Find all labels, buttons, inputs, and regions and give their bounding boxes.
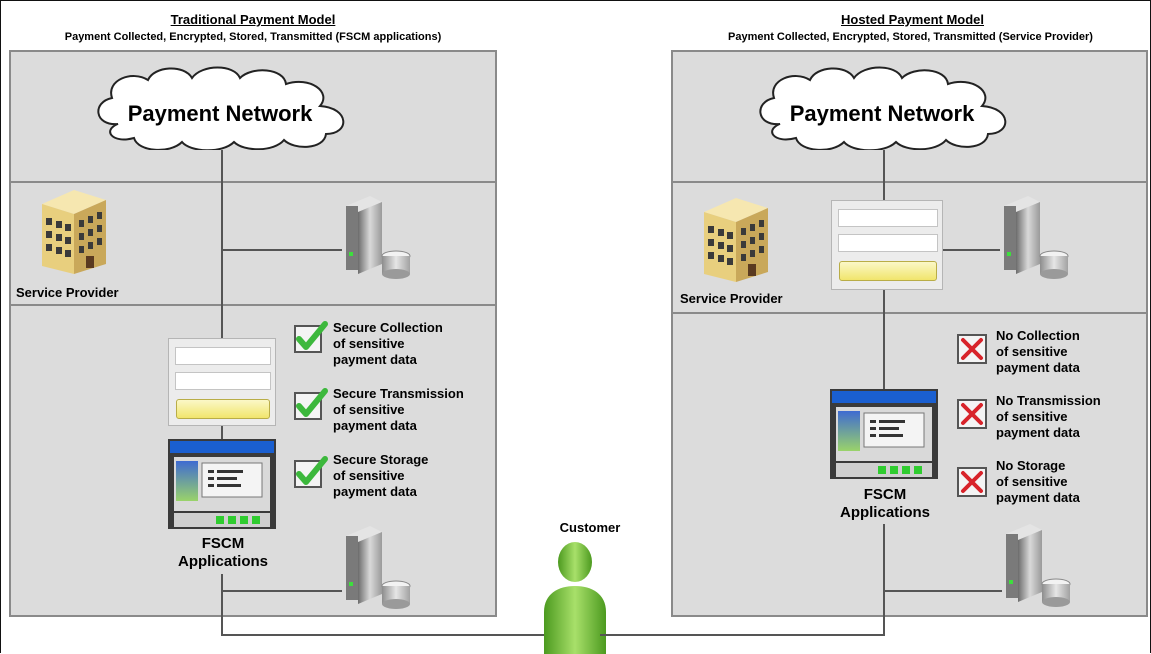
hosted-connector-server bbox=[942, 249, 1000, 251]
form-field-2 bbox=[838, 234, 938, 252]
form-submit-button bbox=[839, 261, 937, 281]
traditional-connector-form-app bbox=[221, 420, 223, 442]
payment-network-label: Payment Network bbox=[789, 101, 975, 126]
hosted-connector-customer bbox=[600, 634, 885, 636]
server-icon bbox=[1004, 196, 1069, 279]
payment-network-label: Payment Network bbox=[127, 101, 313, 126]
hosted-connector-top bbox=[883, 150, 885, 200]
customer-person-icon bbox=[544, 542, 606, 654]
traditional-item-1: Secure Collection of sensitive payment d… bbox=[333, 320, 443, 368]
fscm-label: FSCM Applications bbox=[812, 486, 958, 522]
item-3-line1: No Storage bbox=[996, 458, 1066, 473]
hosted-subtitle: Payment Collected, Encrypted, Stored, Tr… bbox=[728, 31, 1093, 43]
checkmark-icon bbox=[294, 321, 328, 353]
item-3-line3: payment data bbox=[333, 484, 417, 499]
checkmark-icon bbox=[294, 456, 328, 488]
cross-icon bbox=[957, 467, 987, 497]
item-2-line3: payment data bbox=[333, 418, 417, 433]
fscm-label-line1: FSCM bbox=[201, 535, 245, 552]
fscm-label-line2: Applications bbox=[839, 504, 930, 521]
service-provider-label: Service Provider bbox=[680, 291, 783, 306]
checkmark-icon bbox=[294, 388, 328, 420]
cloud-icon bbox=[759, 66, 1007, 150]
traditional-divider-1 bbox=[10, 181, 496, 183]
item-1-line2: of sensitive bbox=[333, 336, 405, 351]
form-field-1 bbox=[838, 209, 938, 227]
form-field-1 bbox=[175, 347, 271, 365]
application-window-icon bbox=[830, 389, 938, 479]
item-3-line2: of sensitive bbox=[996, 474, 1068, 489]
application-window-icon bbox=[168, 439, 276, 529]
cloud-icon bbox=[97, 66, 345, 150]
item-2-line3: payment data bbox=[996, 425, 1080, 440]
form-submit-button bbox=[176, 399, 270, 419]
traditional-connector-server2 bbox=[222, 590, 342, 592]
payment-form bbox=[168, 338, 276, 426]
hosted-title: Hosted Payment Model bbox=[840, 12, 985, 27]
form-field-2 bbox=[175, 372, 271, 390]
cross-icon bbox=[957, 399, 987, 429]
item-1-line1: No Collection bbox=[996, 328, 1080, 343]
hosted-connector-form-app bbox=[883, 289, 885, 389]
traditional-item-3: Secure Storage of sensitive payment data bbox=[333, 452, 428, 500]
hosted-connector-server2 bbox=[884, 590, 1002, 592]
traditional-connector-down bbox=[221, 574, 223, 636]
traditional-connector-customer bbox=[222, 634, 547, 636]
hosted-connector-down bbox=[883, 524, 885, 636]
item-1-line3: payment data bbox=[996, 360, 1080, 375]
item-3-line1: Secure Storage bbox=[333, 452, 429, 467]
item-1-line3: payment data bbox=[333, 352, 417, 367]
server-icon bbox=[346, 526, 411, 609]
building-icon bbox=[42, 190, 106, 274]
service-provider-label: Service Provider bbox=[16, 285, 119, 300]
traditional-subtitle: Payment Collected, Encrypted, Stored, Tr… bbox=[64, 31, 442, 43]
hosted-divider-2 bbox=[672, 312, 1147, 314]
item-2-line2: of sensitive bbox=[996, 409, 1068, 424]
fscm-label-line2: Applications bbox=[177, 553, 268, 570]
traditional-title: Traditional Payment Model bbox=[170, 12, 336, 27]
traditional-connector-vertical bbox=[221, 150, 223, 343]
server-icon bbox=[1006, 524, 1071, 607]
item-2-line1: No Transmission bbox=[996, 393, 1101, 408]
item-2-line2: of sensitive bbox=[333, 402, 405, 417]
item-1-line2: of sensitive bbox=[996, 344, 1068, 359]
customer-label: Customer bbox=[559, 520, 621, 535]
hosted-item-1: No Collection of sensitive payment data bbox=[996, 328, 1080, 376]
hosted-divider-1 bbox=[672, 181, 1147, 183]
hosted-item-2: No Transmission of sensitive payment dat… bbox=[996, 393, 1101, 441]
cross-icon bbox=[957, 334, 987, 364]
item-2-line1: Secure Transmission bbox=[333, 386, 464, 401]
traditional-item-2: Secure Transmission of sensitive payment… bbox=[333, 386, 464, 434]
item-3-line3: payment data bbox=[996, 490, 1080, 505]
fscm-label: FSCM Applications bbox=[150, 535, 296, 571]
building-icon bbox=[704, 198, 768, 282]
item-1-line1: Secure Collection bbox=[333, 320, 443, 335]
fscm-label-line1: FSCM bbox=[863, 486, 907, 503]
server-icon bbox=[346, 196, 411, 279]
item-3-line2: of sensitive bbox=[333, 468, 405, 483]
hosted-payment-form bbox=[831, 200, 943, 290]
hosted-item-3: No Storage of sensitive payment data bbox=[996, 458, 1080, 506]
traditional-divider-2 bbox=[10, 304, 496, 306]
traditional-connector-server bbox=[222, 249, 342, 251]
